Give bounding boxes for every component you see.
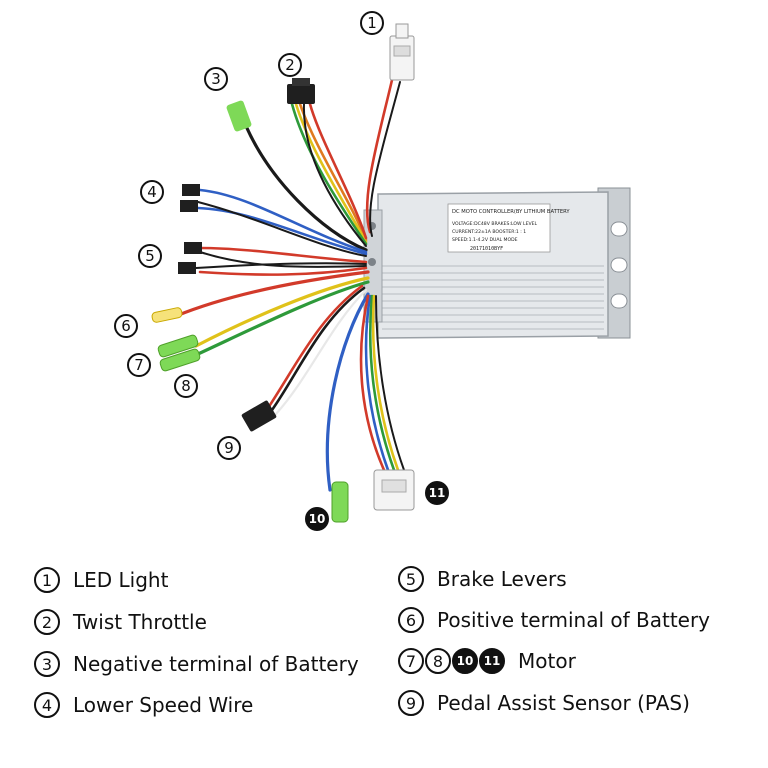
legend-label: Negative terminal of Battery	[73, 652, 359, 676]
legend-item-twist-throttle: 2 Twist Throttle	[34, 607, 207, 637]
legend-item-negative-battery: 3 Negative terminal of Battery	[34, 649, 359, 679]
legend-badge: 3	[34, 651, 60, 677]
controller-label-line4: SPEED:1.1-4.2V DUAL MODE	[452, 237, 518, 243]
callout-2: 2	[278, 53, 302, 77]
controller-label-line2: VOLTAGE:DC48V BRAKES:LOW LEVEL	[452, 221, 538, 227]
negative-battery-terminal	[226, 100, 252, 132]
connectors	[151, 23, 415, 523]
legend-item-pas: 9 Pedal Assist Sensor (PAS)	[398, 688, 690, 718]
controller-wiring-diagram: DC MOTO CONTROLLER(BY LITHIUM BATTERY VO…	[151, 23, 631, 523]
legend-label: Pedal Assist Sensor (PAS)	[437, 691, 690, 715]
controller-serial: 20171010BYF	[470, 246, 503, 252]
motor-bullet-7	[157, 334, 199, 358]
callout-9: 9	[217, 436, 241, 460]
legend-badge: 11	[479, 648, 505, 674]
callout-4: 4	[140, 180, 164, 204]
legend-label: Twist Throttle	[73, 610, 207, 634]
lower-speed-connector-b	[180, 200, 198, 212]
controller-label: DC MOTO CONTROLLER(BY LITHIUM BATTERY VO…	[447, 203, 570, 253]
callout-1: 1	[360, 11, 384, 35]
callout-5: 5	[138, 244, 162, 268]
callout-7: 7	[127, 353, 151, 377]
legend-badge: 1	[34, 567, 60, 593]
legend-badge: 9	[398, 690, 424, 716]
legend-badge: 10	[452, 648, 478, 674]
legend-badge: 2	[34, 609, 60, 635]
legend-badge: 8	[425, 648, 451, 674]
callout-6: 6	[114, 314, 138, 338]
legend-label: Brake Levers	[437, 567, 567, 591]
lower-speed-connector-a	[182, 184, 200, 196]
legend-item-led-light: 1 LED Light	[34, 565, 168, 595]
callout-3: 3	[204, 67, 228, 91]
positive-battery-bullet	[151, 307, 183, 323]
legend-item-positive-battery: 6 Positive terminal of Battery	[398, 605, 710, 635]
pas-connector	[241, 400, 277, 432]
throttle-connector	[287, 78, 315, 104]
legend-label: Positive terminal of Battery	[437, 608, 711, 632]
controller-label-line3: CURRENT:22±1A BOOSTER:1 : 1	[452, 229, 526, 235]
motor-bullet-10	[331, 481, 349, 523]
legend-badge: 7	[398, 648, 424, 674]
legend-label: Motor	[518, 649, 576, 673]
motor-bullet-8	[159, 348, 201, 372]
legend-badge: 4	[34, 692, 60, 718]
legend-label: LED Light	[73, 568, 169, 592]
controller-label-line1: DC MOTO CONTROLLER(BY LITHIUM BATTERY	[452, 209, 570, 215]
legend-item-brake-levers: 5 Brake Levers	[398, 564, 567, 594]
legend-item-lower-speed: 4 Lower Speed Wire	[34, 690, 253, 720]
led-light-connector	[389, 23, 415, 81]
legend-badge: 5	[398, 566, 424, 592]
legend-item-motor: 7 8 10 11 Motor	[398, 646, 576, 676]
wires	[174, 78, 405, 492]
callout-8: 8	[174, 374, 198, 398]
brake-connector-a	[184, 242, 202, 254]
callout-11: 11	[425, 481, 449, 505]
brake-connector-b	[178, 262, 196, 274]
legend-badge: 6	[398, 607, 424, 633]
callout-10: 10	[305, 507, 329, 531]
hall-sensor-connector	[373, 469, 415, 511]
legend-label: Lower Speed Wire	[73, 693, 254, 717]
controller-case	[363, 191, 609, 339]
